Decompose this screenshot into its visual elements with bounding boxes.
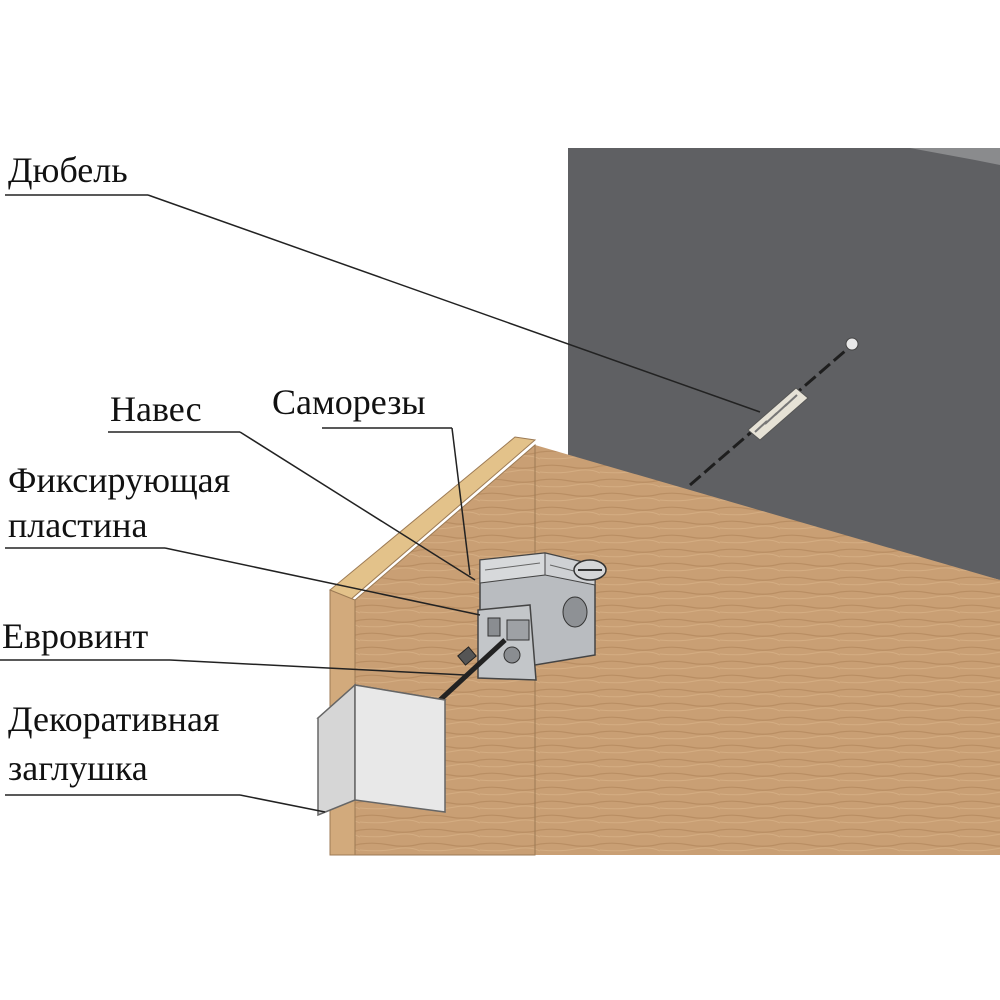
label-fixing-plate-line2: пластина bbox=[8, 505, 148, 545]
label-hanger: Навес bbox=[110, 389, 202, 429]
leader-screws bbox=[451, 427, 471, 576]
label-screws: Саморезы bbox=[272, 382, 426, 422]
decorative-cap bbox=[316, 683, 447, 817]
dowel bbox=[747, 387, 809, 441]
label-fixing-plate-line1: Фиксирующая bbox=[8, 460, 231, 500]
label-underlines bbox=[0, 194, 452, 796]
label-decor-cap-line1: Декоративная bbox=[8, 699, 220, 739]
fixing-plate bbox=[477, 604, 537, 681]
label-euroscrew: Евровинт bbox=[2, 616, 149, 656]
leader-hanger bbox=[239, 431, 476, 581]
wall bbox=[568, 148, 1000, 580]
label-dowel: Дюбель bbox=[8, 150, 128, 190]
leader-lines bbox=[147, 194, 761, 813]
cabinet-back-panel bbox=[535, 445, 1000, 855]
leader-euroscrew bbox=[169, 659, 466, 676]
hanger-mechanism bbox=[479, 552, 596, 666]
euroscrew bbox=[438, 638, 507, 702]
leader-decor-cap bbox=[239, 794, 326, 813]
label-decor-cap-line2: заглушка bbox=[8, 748, 148, 788]
leader-fixing-plate bbox=[164, 547, 481, 616]
wall-top-edge bbox=[910, 148, 1000, 165]
screw-head bbox=[573, 559, 607, 581]
wall-hole bbox=[845, 337, 859, 351]
leader-dowel bbox=[147, 194, 761, 413]
